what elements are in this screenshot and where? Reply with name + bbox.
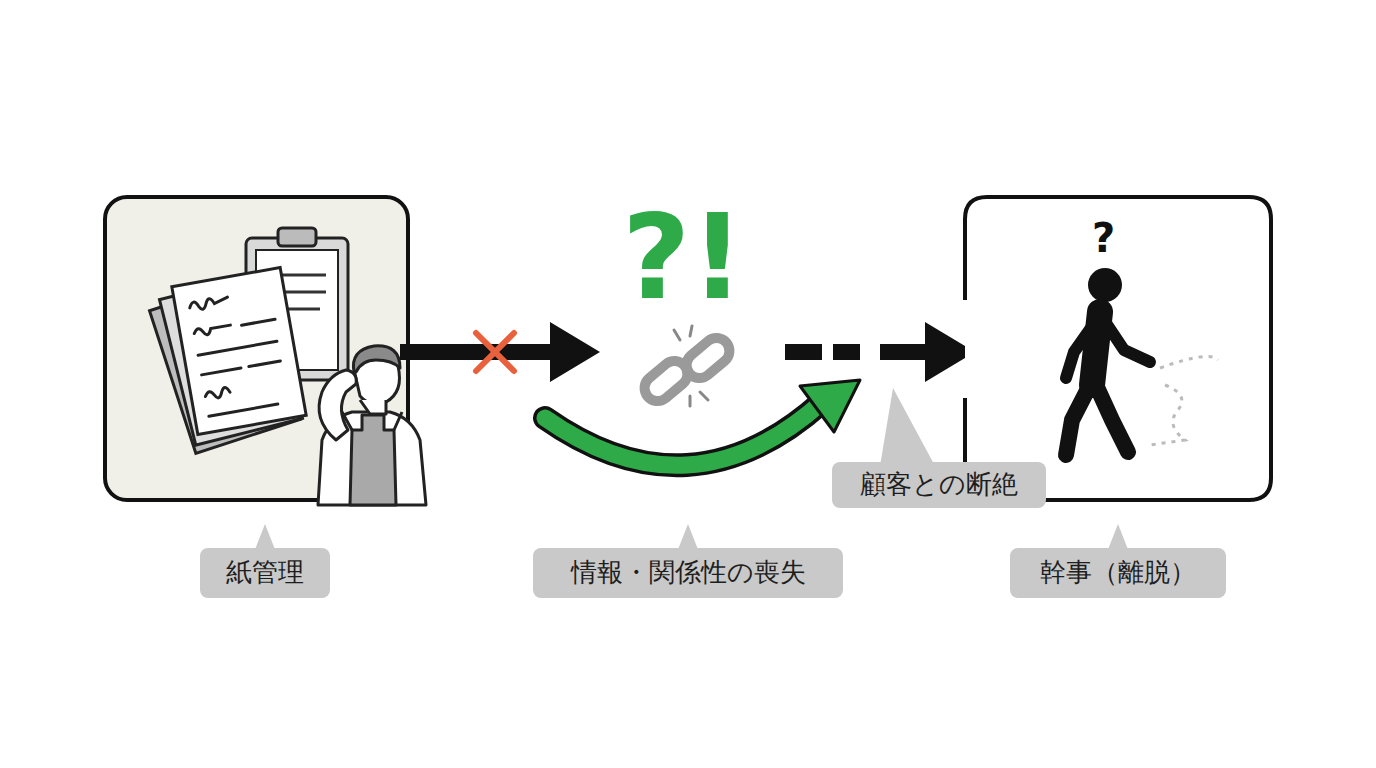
bypass-arrow — [545, 380, 860, 465]
blocked-arrow — [400, 322, 600, 382]
callout-label: 幹事（離脱） — [1010, 548, 1226, 598]
broken-chain — [639, 326, 734, 406]
label-text: 幹事（離脱） — [1040, 557, 1196, 588]
dashed-arrow — [785, 322, 975, 382]
departure-trail — [1150, 356, 1218, 445]
callout-pointers — [254, 388, 1129, 552]
label-text: 顧客との断絶 — [860, 469, 1018, 500]
leaver-panel — [965, 197, 1271, 500]
paper-stack — [150, 268, 307, 454]
question-mark: ? — [1092, 218, 1115, 258]
worker-figure — [318, 346, 426, 505]
callout-label: 情報・関係性の喪失 — [533, 548, 843, 598]
exclamation-mark: ?! — [622, 198, 744, 316]
callout-label: 顧客との断絶 — [832, 462, 1046, 508]
walking-person — [1066, 268, 1150, 455]
label-text: 紙管理 — [226, 557, 304, 588]
callout-label: 紙管理 — [200, 548, 330, 598]
label-text: 情報・関係性の喪失 — [571, 557, 806, 588]
